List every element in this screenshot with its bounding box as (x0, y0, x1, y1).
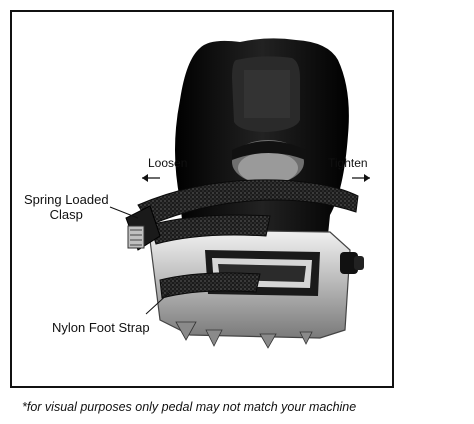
nylon-foot-strap (137, 179, 359, 299)
clasp-leader-line (109, 206, 139, 219)
loosen-label: Loosen (148, 156, 188, 170)
clasp-label-line2: Clasp (49, 207, 83, 222)
strap-leader-line (145, 291, 171, 315)
disclaimer-caption: *for visual purposes only pedal may not … (22, 400, 357, 414)
tighten-label: Tighten (328, 156, 368, 170)
strap-label: Nylon Foot Strap (52, 320, 150, 335)
arrow-tighten-icon (352, 174, 370, 182)
arrow-loosen-icon (142, 174, 160, 182)
clasp-label-line1: Spring Loaded (24, 192, 109, 207)
clasp-label: Spring Loaded Clasp (24, 192, 109, 222)
